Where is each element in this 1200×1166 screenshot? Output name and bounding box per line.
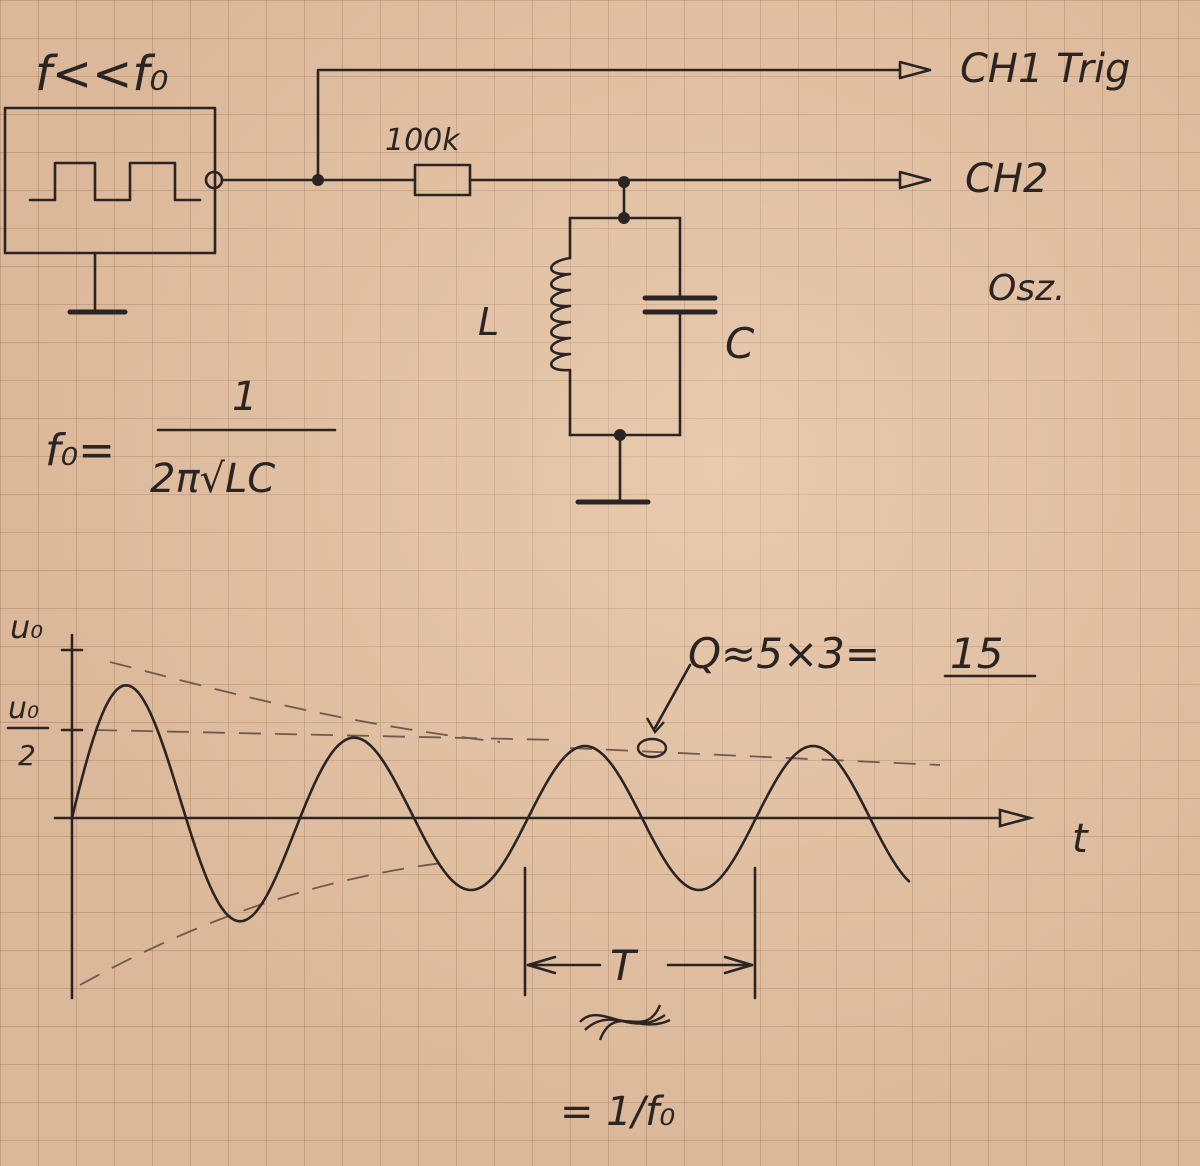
formula-lhs: f₀= (45, 425, 115, 476)
period-arrow-right-icon (723, 955, 754, 975)
decay-envelope-line (109, 661, 501, 743)
y-axis-label-top: u₀ (10, 608, 43, 646)
measurement-point-marker (636, 737, 668, 759)
reference-amplitude-line (569, 747, 941, 766)
half-amplitude-line (94, 729, 561, 741)
resistor (413, 163, 472, 197)
ch2-label: CH2 (965, 156, 1048, 202)
inductor-label: L (478, 300, 499, 344)
damped-oscillation-curve (70, 684, 911, 923)
period-arrow-left-icon (526, 955, 557, 975)
ch1-wire (316, 68, 902, 182)
period-label: T (610, 941, 639, 990)
formula-denominator: 2π√LC (150, 456, 275, 502)
formula-numerator: 1 (232, 374, 257, 420)
ch2-arrow-icon (898, 170, 932, 190)
signal-generator-box (3, 106, 217, 255)
scribbled-out-text (579, 1004, 671, 1041)
frequency-condition: f<<f₀ (35, 46, 168, 102)
resistor-label: 100k (385, 123, 461, 158)
y-axis-label-half-num: u₀ (8, 691, 39, 726)
ch1-trigger-label: CH1 Trig (960, 46, 1130, 92)
capacitor-label: C (725, 319, 755, 368)
period-equation: = 1/f₀ (560, 1089, 675, 1135)
quality-formula: Q≈5×3= (688, 629, 880, 678)
inductor-coil (550, 256, 572, 372)
y-axis-label-half-den: 2 (18, 739, 36, 772)
ch1-arrow-icon (898, 60, 932, 80)
lower-envelope-line (79, 861, 451, 986)
x-axis-label: t (1072, 816, 1089, 862)
oscilloscope-note: Osz. (988, 268, 1065, 309)
quality-pointer-arrow-icon (645, 717, 665, 735)
x-axis-arrow-icon (998, 808, 1036, 828)
quality-result: 15 (950, 629, 1003, 678)
quality-pointer-line (653, 663, 692, 730)
square-wave-icon (28, 161, 202, 202)
